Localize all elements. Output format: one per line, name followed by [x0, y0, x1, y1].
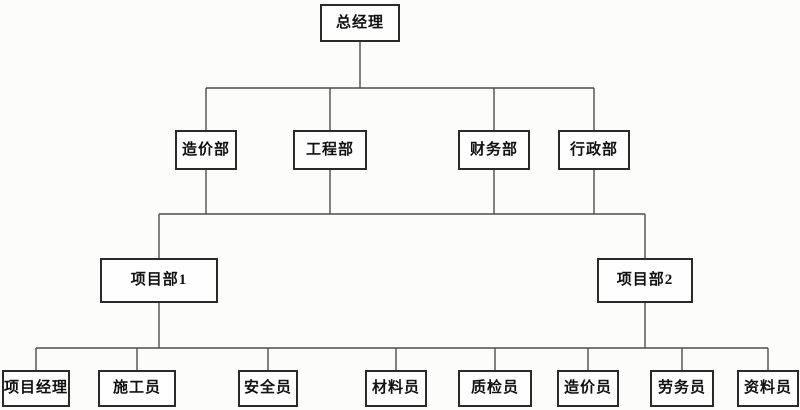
node-cost-estimator: 造价员 [557, 370, 619, 407]
node-engineering-dept: 工程部 [293, 130, 367, 170]
node-project-dept-2: 项目部2 [597, 258, 693, 303]
node-project-dept-1: 项目部1 [100, 258, 218, 303]
node-general-manager: 总经理 [320, 4, 400, 42]
node-construction-worker: 施工员 [98, 370, 176, 407]
node-quality-inspector: 质检员 [458, 370, 532, 407]
node-documentation-officer: 资料员 [737, 370, 799, 407]
node-materials-officer: 材料员 [365, 370, 427, 407]
node-admin-dept: 行政部 [558, 130, 630, 170]
node-finance-dept: 财务部 [458, 130, 530, 170]
node-project-manager: 项目经理 [2, 370, 70, 407]
node-cost-dept: 造价部 [175, 130, 237, 170]
node-safety-officer: 安全员 [238, 370, 298, 407]
node-labor-officer: 劳务员 [650, 370, 714, 407]
